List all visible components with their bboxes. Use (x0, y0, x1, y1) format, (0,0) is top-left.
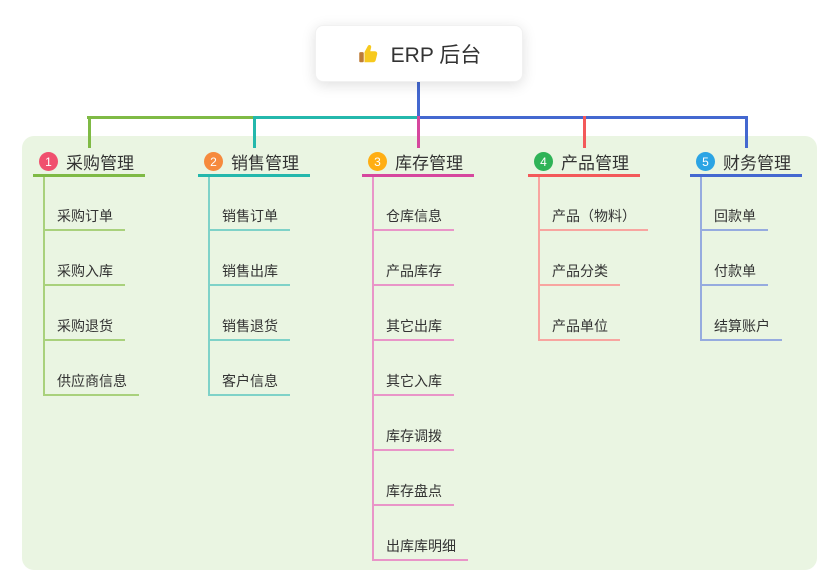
sub-item-label: 客户信息 (222, 373, 278, 389)
branch-stem-line (208, 177, 210, 396)
thumbs-up-icon (358, 44, 377, 62)
branch-number-badge: 4 (534, 152, 553, 171)
branch-5-item-3[interactable]: 结算账户 (700, 314, 782, 341)
sub-item-label: 采购退货 (57, 318, 113, 334)
branch-3-title[interactable]: 3 库存管理 (362, 149, 474, 177)
branch-stem-line (538, 177, 540, 341)
sub-item-label: 付款单 (714, 263, 756, 279)
sub-item-label: 采购订单 (57, 208, 113, 224)
branch-stem-line (372, 177, 374, 561)
branch-4-item-2[interactable]: 产品分类 (538, 259, 620, 286)
sub-item-label: 供应商信息 (57, 373, 127, 389)
branch-2-item-3[interactable]: 销售退货 (208, 314, 290, 341)
branch-number-badge: 3 (368, 152, 387, 171)
branch-title-label: 库存管理 (395, 154, 463, 173)
branch-4-title[interactable]: 4 产品管理 (528, 149, 640, 177)
sub-item-label: 产品库存 (386, 263, 442, 279)
connector-line (583, 116, 586, 148)
connector-line (745, 116, 748, 148)
branch-stem-line (700, 177, 702, 341)
branch-3-item-6[interactable]: 库存盘点 (372, 479, 454, 506)
branch-number-badge: 5 (696, 152, 715, 171)
sub-item-label: 销售订单 (222, 208, 278, 224)
root-node-label: ERP 后台 (390, 43, 482, 67)
branch-1-item-2[interactable]: 采购入库 (43, 259, 125, 286)
branch-title-label: 销售管理 (231, 154, 299, 173)
branch-3-item-2[interactable]: 产品库存 (372, 259, 454, 286)
branch-5-title[interactable]: 5 财务管理 (690, 149, 802, 177)
branch-3-item-1[interactable]: 仓库信息 (372, 204, 454, 231)
branch-title-label: 采购管理 (66, 154, 134, 173)
branch-5-item-2[interactable]: 付款单 (700, 259, 768, 286)
branch-title-label: 财务管理 (723, 154, 791, 173)
sub-item-label: 销售退货 (222, 318, 278, 334)
branch-stem-line (43, 177, 45, 396)
connector-line (417, 82, 420, 116)
branch-3-item-4[interactable]: 其它入库 (372, 369, 454, 396)
sub-item-label: 采购入库 (57, 263, 113, 279)
sub-item-label: 产品单位 (552, 318, 608, 334)
root-node[interactable]: ERP 后台 (315, 25, 523, 82)
branch-1-item-3[interactable]: 采购退货 (43, 314, 125, 341)
branch-1-item-1[interactable]: 采购订单 (43, 204, 125, 231)
branch-1-item-4[interactable]: 供应商信息 (43, 369, 139, 396)
connector-line (87, 116, 254, 119)
branch-title-label: 产品管理 (561, 154, 629, 173)
branch-2-item-1[interactable]: 销售订单 (208, 204, 290, 231)
branch-3-item-3[interactable]: 其它出库 (372, 314, 454, 341)
sub-item-label: 出库库明细 (386, 538, 456, 554)
branch-1-title[interactable]: 1 采购管理 (33, 149, 145, 177)
sub-item-label: 销售出库 (222, 263, 278, 279)
branch-2-item-4[interactable]: 客户信息 (208, 369, 290, 396)
sub-item-label: 库存盘点 (386, 483, 442, 499)
sub-item-label: 产品（物料） (552, 208, 636, 224)
connector-line (88, 116, 91, 148)
branch-number-badge: 1 (39, 152, 58, 171)
branch-4-item-1[interactable]: 产品（物料） (538, 204, 648, 231)
sub-item-label: 其它入库 (386, 373, 442, 389)
sub-item-label: 结算账户 (714, 318, 770, 334)
sub-item-label: 回款单 (714, 208, 756, 224)
branch-2-title[interactable]: 2 销售管理 (198, 149, 310, 177)
branch-4-item-3[interactable]: 产品单位 (538, 314, 620, 341)
connector-line (254, 116, 418, 119)
connector-line (417, 116, 420, 148)
sub-item-label: 产品分类 (552, 263, 608, 279)
branch-2-item-2[interactable]: 销售出库 (208, 259, 290, 286)
mindmap-panel (22, 136, 817, 570)
branch-5-item-1[interactable]: 回款单 (700, 204, 768, 231)
sub-item-label: 库存调拨 (386, 428, 442, 444)
sub-item-label: 其它出库 (386, 318, 442, 334)
connector-line (253, 116, 256, 148)
branch-number-badge: 2 (204, 152, 223, 171)
branch-3-item-5[interactable]: 库存调拨 (372, 424, 454, 451)
branch-3-item-7[interactable]: 出库库明细 (372, 534, 468, 561)
sub-item-label: 仓库信息 (386, 208, 442, 224)
